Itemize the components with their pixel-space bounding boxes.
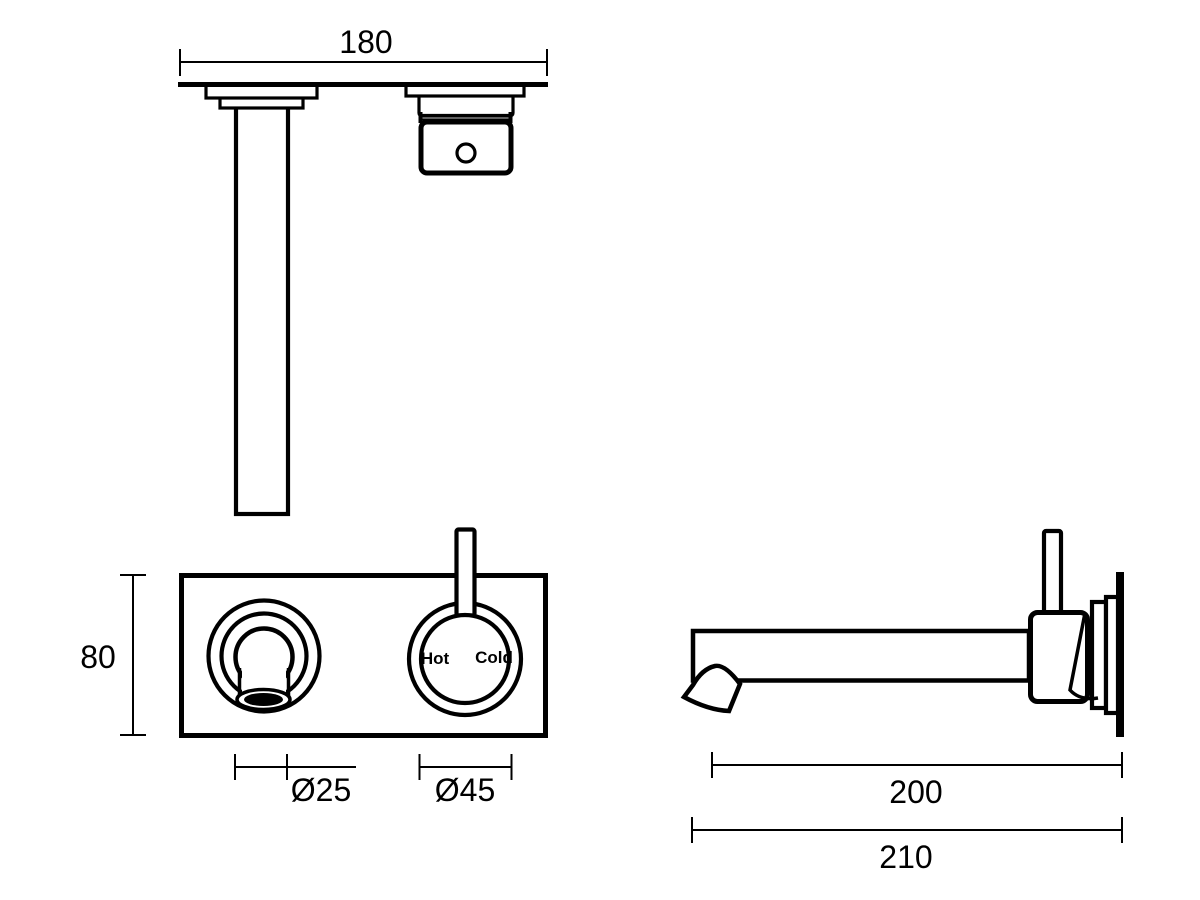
dim-label-210: 210 bbox=[879, 839, 932, 875]
dim-200: 200 bbox=[711, 752, 1123, 810]
spout-tube-side bbox=[690, 628, 1032, 683]
spout-front bbox=[206, 598, 322, 714]
handle-dial bbox=[418, 612, 512, 706]
valve-body-side bbox=[1028, 610, 1090, 704]
side-view: 200 210 bbox=[680, 528, 1124, 875]
wall-line bbox=[1116, 572, 1124, 737]
dim-45: Ø45 bbox=[418, 754, 513, 808]
handle-screw-hole bbox=[455, 142, 477, 164]
dim-label-45: Ø45 bbox=[435, 772, 495, 808]
dim-label-25: Ø25 bbox=[291, 772, 351, 808]
dim-label-80: 80 bbox=[80, 639, 116, 675]
dim-210: 210 bbox=[691, 817, 1123, 875]
backplate-edge-plan bbox=[178, 82, 548, 87]
handle-front: Hot Cold bbox=[406, 527, 524, 718]
dim-25: Ø25 bbox=[234, 754, 356, 808]
dim-label-200: 200 bbox=[889, 774, 942, 810]
front-view: Hot Cold 80 Ø25 Ø45 bbox=[80, 527, 548, 808]
dim-180: 180 bbox=[179, 24, 548, 76]
handle-lever-side bbox=[1041, 528, 1064, 618]
dim-80: 80 bbox=[80, 574, 146, 736]
hot-label: Hot bbox=[421, 649, 450, 668]
spout-outlet-opening bbox=[244, 693, 283, 706]
cold-label: Cold bbox=[475, 648, 513, 667]
spout-tube-plan bbox=[233, 101, 291, 517]
dim-label-180: 180 bbox=[339, 24, 392, 60]
spout-aerator-tip bbox=[680, 663, 743, 714]
handle-lever-front bbox=[454, 527, 477, 618]
top-view: 180 bbox=[178, 24, 548, 517]
handle-skirt-profile bbox=[1068, 612, 1099, 701]
